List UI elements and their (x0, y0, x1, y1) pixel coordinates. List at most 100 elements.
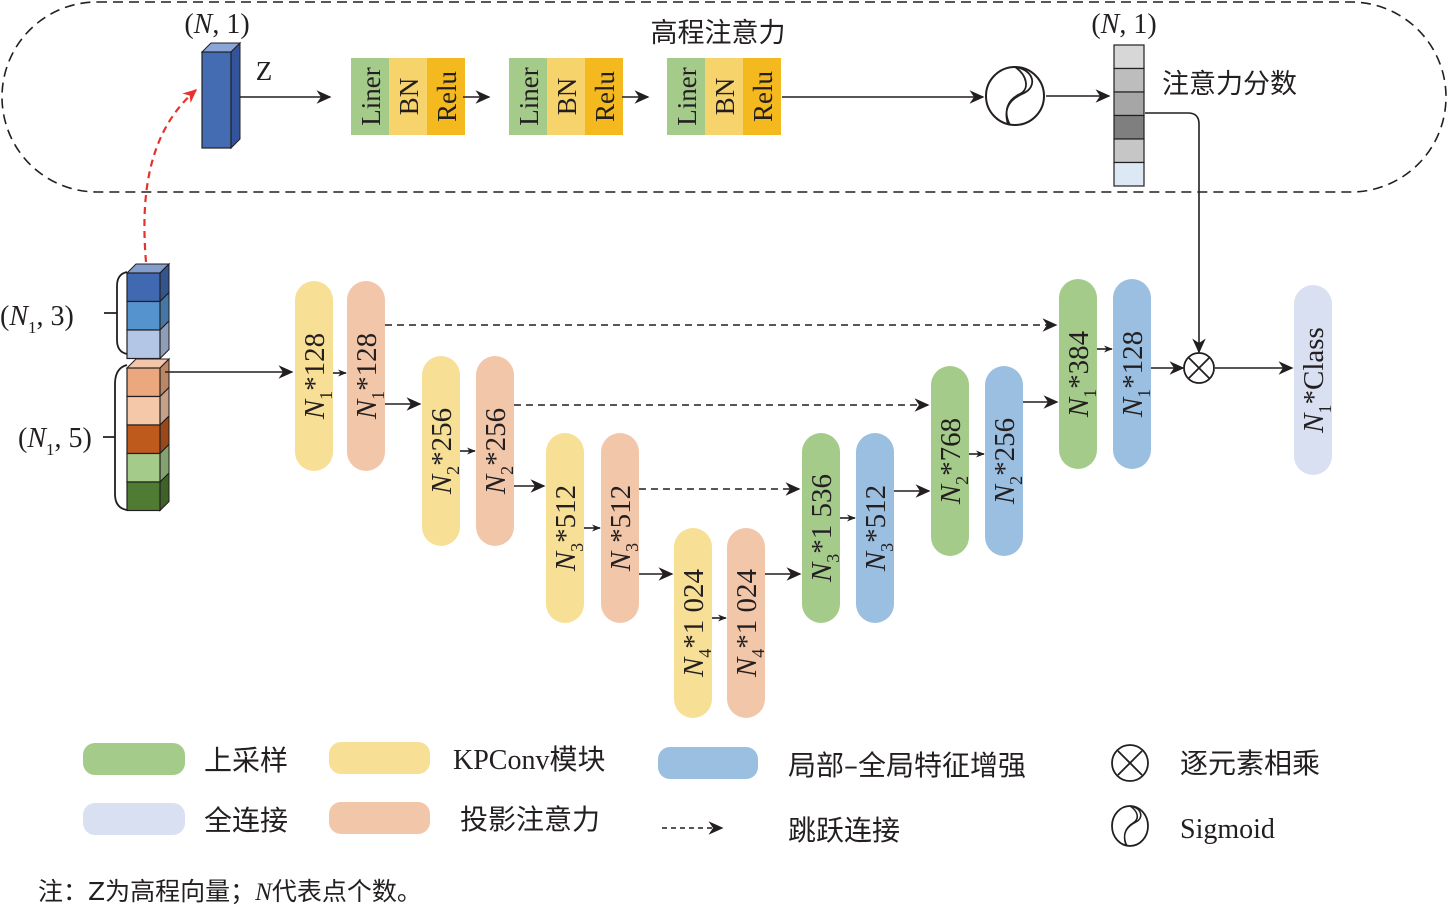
block-kpconv: N2*256 (422, 356, 463, 546)
legend-label-multiply: 逐元素相乘 (1180, 747, 1320, 780)
input-cell (126, 272, 161, 303)
score-label: 注意力分数 (1162, 69, 1297, 100)
legend-label-kpconv: KPConv模块 (453, 744, 605, 776)
xyz-shape-label: (N1, 3) (0, 301, 74, 337)
mlp-block: Liner BN Relu (509, 58, 623, 135)
block-lgfe: N2*256 (985, 366, 1026, 556)
block-pill (546, 433, 584, 623)
block-kpconv: N3*512 (546, 433, 587, 623)
block-proj-attn: N3*512 (601, 433, 642, 623)
mlp-relu-label: Relu (590, 71, 620, 122)
block-label: N2*256 (480, 408, 517, 495)
block-label: N2*768 (935, 418, 972, 505)
attention-title: 高程注意力 (651, 18, 786, 49)
block-pill (674, 528, 712, 718)
score-cell (1113, 67, 1145, 93)
input-cell (126, 424, 161, 455)
mlp-relu-layer (427, 58, 465, 135)
block-proj-attn: N2*256 (476, 356, 517, 546)
block-fc: N1*Class (1294, 285, 1335, 475)
block-label: N3*512 (550, 485, 587, 572)
legend-sigmoid-icon (1111, 805, 1149, 847)
block-label: N2*256 (426, 408, 463, 495)
mlp-bn-layer (547, 58, 585, 135)
z-shape-label: (N, 1) (184, 9, 249, 40)
feat-shape-label: (N1, 5) (18, 423, 92, 459)
mlp-liner-label: Liner (514, 67, 544, 125)
block-pill (476, 356, 514, 546)
block-pill (985, 366, 1023, 556)
block-label: N4*1 024 (678, 568, 715, 678)
input-cell (126, 481, 161, 512)
block-label: N1*128 (351, 333, 388, 420)
block-kpconv: N1*128 (295, 281, 336, 471)
input-cell (126, 395, 161, 426)
score-cell (1113, 161, 1145, 187)
legend-label-proj-attn: 投影注意力 (460, 803, 600, 836)
mlp-bn-layer (389, 58, 427, 135)
block-proj-attn: N1*128 (347, 281, 388, 471)
elevation-attention-frame (1, 1, 1447, 193)
block-label: N4*1 024 (731, 568, 768, 678)
score-cell (1113, 114, 1145, 140)
legend-label-skip: 跳跃连接 (788, 814, 900, 847)
mlp-liner-label: Liner (672, 67, 702, 125)
legend-swatch-lgfe (658, 747, 758, 779)
block-label: N3*512 (605, 485, 642, 572)
block-label: N3*512 (860, 485, 897, 572)
legend: 上采样 KPConv模块 局部–全局特征增强 逐元素相乘 全连接 投影注意力 跳… (83, 742, 1320, 847)
mlp-bn-label: BN (552, 78, 582, 116)
block-pill (347, 281, 385, 471)
score-cell (1113, 44, 1145, 70)
score-cell (1113, 91, 1145, 117)
mlp-relu-label: Relu (432, 71, 462, 122)
z-vector (200, 41, 242, 150)
block-pill (601, 433, 639, 623)
red-dashed-arrow (143, 89, 198, 263)
input-cell (126, 329, 161, 360)
mlp-bn-layer (705, 58, 743, 135)
block-upsample: N3*1 536 (802, 433, 843, 623)
block-upsample: N1*384 (1059, 279, 1100, 469)
mlp-liner-layer (351, 58, 389, 135)
mlp-relu-layer (743, 58, 781, 135)
block-lgfe: N3*512 (856, 433, 897, 623)
input-cell (126, 300, 161, 331)
block-label: N3*1 536 (806, 474, 843, 583)
xyz-input-stack (125, 262, 171, 360)
block-lgfe: N1*128 (1113, 279, 1154, 469)
legend-swatch-kpconv (329, 742, 430, 774)
block-pill (931, 366, 969, 556)
arrow-score-to-multiply (1145, 112, 1206, 354)
sigmoid-icon (985, 66, 1045, 126)
figure-note: 注：Z为高程向量；N代表点个数。 (38, 877, 422, 906)
legend-swatch-fc (83, 803, 185, 835)
block-pill (727, 528, 765, 718)
mlp-block: Liner BN Relu (667, 58, 781, 135)
legend-label-fc: 全连接 (204, 804, 288, 837)
block-pill (1059, 279, 1097, 469)
mlp-liner-layer (667, 58, 705, 135)
block-label: N1*Class (1298, 327, 1335, 434)
score-shape-label: (N, 1) (1091, 9, 1156, 40)
network-connections (333, 345, 1294, 622)
mlp-relu-label: Relu (748, 71, 778, 122)
legend-label-sigmoid: Sigmoid (1180, 814, 1275, 845)
brace-xyz (104, 271, 128, 355)
multiply-icon (1183, 352, 1215, 384)
block-pill (1294, 285, 1332, 475)
block-pill (295, 281, 333, 471)
mlp-bn-label: BN (710, 78, 740, 116)
feature-input-stack (125, 357, 171, 512)
block-label: N2*256 (989, 418, 1026, 505)
legend-label-upsample: 上采样 (204, 744, 288, 777)
legend-swatch-proj-attn (329, 802, 430, 834)
input-cell (126, 452, 161, 483)
z-label: Z (256, 56, 273, 86)
block-label: N1*384 (1063, 330, 1100, 418)
legend-multiply-icon (1111, 744, 1149, 782)
block-label: N1*128 (299, 333, 336, 420)
block-pill (422, 356, 460, 546)
